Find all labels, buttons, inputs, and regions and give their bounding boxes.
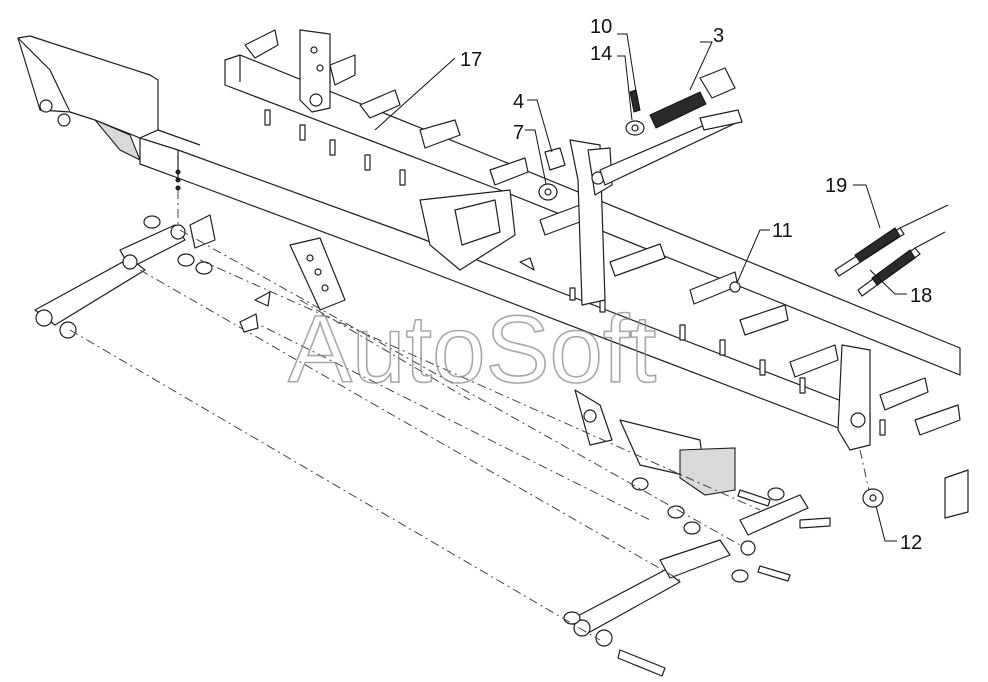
right-mount-plate: [837, 344, 871, 451]
assembly-centerlines: [69, 190, 871, 641]
callout-3: 3: [713, 25, 724, 47]
callout-19: 19: [825, 175, 847, 197]
main-beam: [139, 129, 871, 441]
upper-mount-plate: [299, 29, 331, 113]
watermark: AutoSoft: [288, 296, 656, 403]
middle-link-plates: [289, 189, 736, 496]
tension-springs: [834, 204, 949, 297]
callout-11: 11: [772, 220, 793, 242]
lower-link-left: [34, 214, 216, 339]
callout-7: 7: [513, 122, 524, 144]
callout-10: 10: [590, 16, 612, 38]
callout-labels: 17 10 14 3 4 7 11 19 18 12: [460, 16, 932, 554]
left-hitch-frame: [17, 35, 159, 162]
callout-14: 14: [590, 43, 612, 65]
lower-link-right: [563, 477, 831, 677]
callout-18: 18: [910, 285, 932, 307]
callout-4: 4: [513, 91, 524, 113]
callout-12: 12: [900, 532, 922, 554]
center-bracket-assembly: [538, 67, 743, 306]
callout-17: 17: [460, 49, 482, 71]
callout-leaders: [374, 33, 907, 542]
loose-hardware: [239, 257, 884, 508]
